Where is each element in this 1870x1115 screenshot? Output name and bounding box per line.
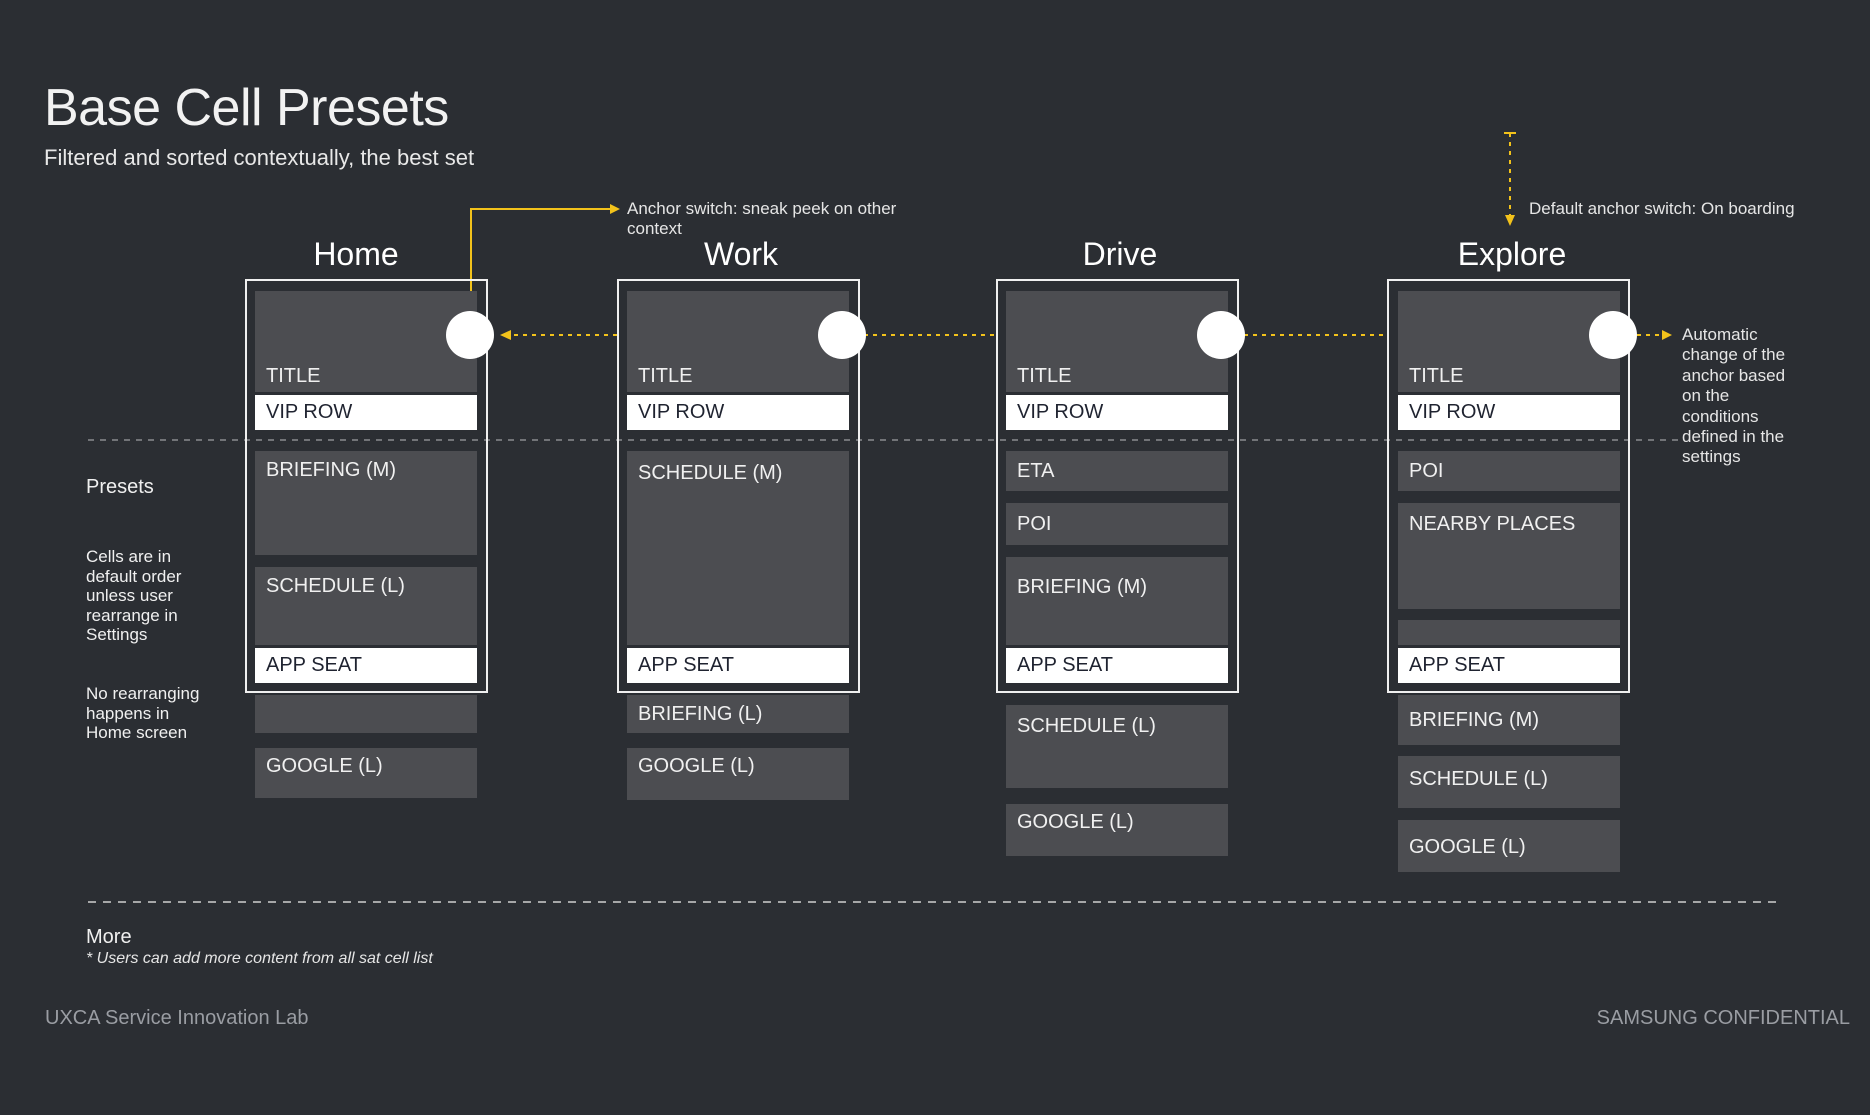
explore-cell-google[interactable]: GOOGLE (L) [1398, 820, 1620, 872]
drive-anchor-handle[interactable] [1197, 311, 1245, 359]
drive-cell-google[interactable]: GOOGLE (L) [1006, 804, 1228, 856]
automatic-change-note: Automatic change of the anchor based on … [1682, 325, 1786, 467]
anchor-switch-arrowhead [610, 204, 620, 214]
default-order-note: Cells are in default order unless user r… [86, 547, 182, 645]
home-title-cell[interactable]: TITLE [255, 291, 477, 392]
home-vip-row[interactable]: VIP ROW [255, 395, 477, 430]
drive-title-cell[interactable]: TITLE [1006, 291, 1228, 392]
explore-cell-empty[interactable] [1398, 620, 1620, 645]
work-cell-google[interactable]: GOOGLE (L) [627, 748, 849, 800]
default-anchor-arrowhead [1505, 215, 1515, 226]
more-note: * Users can add more content from all sa… [86, 950, 433, 967]
anchor-switch-note: Anchor switch: sneak peek on other conte… [627, 199, 897, 239]
presets-label: Presets [86, 476, 154, 498]
work-app-seat[interactable]: APP SEAT [627, 648, 849, 683]
anchor-switch-connector [470, 208, 612, 300]
explore-cell-schedule[interactable]: SCHEDULE (L) [1398, 756, 1620, 808]
default-anchor-note: Default anchor switch: On boarding [1529, 199, 1795, 218]
explore-vip-row[interactable]: VIP ROW [1398, 395, 1620, 430]
work-vip-row[interactable]: VIP ROW [627, 395, 849, 430]
work-screen-frame [617, 279, 860, 693]
work-cell-schedule[interactable]: SCHEDULE (M) [627, 451, 849, 645]
column-title-explore: Explore [1457, 236, 1567, 272]
page-subtitle: Filtered and sorted contextually, the be… [44, 145, 475, 170]
explore-cell-nearby-places[interactable]: NEARBY PLACES [1398, 503, 1620, 609]
explore-cell-briefing[interactable]: BRIEFING (M) [1398, 695, 1620, 745]
explore-cell-poi[interactable]: POI [1398, 451, 1620, 491]
work-cell-briefing[interactable]: BRIEFING (L) [627, 695, 849, 733]
column-title-home: Home [313, 236, 399, 272]
home-cell-schedule[interactable]: SCHEDULE (L) [255, 567, 477, 645]
work-title-cell[interactable]: TITLE [627, 291, 849, 392]
home-cell-empty[interactable] [255, 695, 477, 733]
home-anchor-handle[interactable] [446, 311, 494, 359]
home-cell-google[interactable]: GOOGLE (L) [255, 748, 477, 798]
anchor-link-arrowhead [500, 330, 511, 340]
more-label: More [86, 926, 132, 948]
drive-screen-frame [996, 279, 1239, 693]
drive-cell-schedule[interactable]: SCHEDULE (L) [1006, 705, 1228, 788]
home-cell-briefing[interactable]: BRIEFING (M) [255, 451, 477, 555]
footer-confidential: SAMSUNG CONFIDENTIAL [1596, 1007, 1850, 1029]
explore-screen-frame [1387, 279, 1630, 693]
drive-cell-briefing[interactable]: BRIEFING (M) [1006, 557, 1228, 645]
column-title-work: Work [703, 236, 779, 272]
drive-cell-eta[interactable]: ETA [1006, 451, 1228, 491]
work-anchor-handle[interactable] [818, 311, 866, 359]
drive-vip-row[interactable]: VIP ROW [1006, 395, 1228, 430]
footer-lab-name: UXCA Service Innovation Lab [45, 1007, 309, 1029]
home-screen-frame [245, 279, 488, 693]
page-title: Base Cell Presets [44, 79, 449, 137]
drive-cell-poi[interactable]: POI [1006, 503, 1228, 545]
explore-app-seat[interactable]: APP SEAT [1398, 648, 1620, 683]
explore-anchor-handle[interactable] [1589, 311, 1637, 359]
anchor-auto-arrowhead [1662, 330, 1672, 340]
no-rearranging-note: No rearranging happens in Home screen [86, 684, 200, 743]
explore-title-cell[interactable]: TITLE [1398, 291, 1620, 392]
column-title-drive: Drive [1082, 236, 1158, 272]
home-app-seat[interactable]: APP SEAT [255, 648, 477, 683]
drive-app-seat[interactable]: APP SEAT [1006, 648, 1228, 683]
